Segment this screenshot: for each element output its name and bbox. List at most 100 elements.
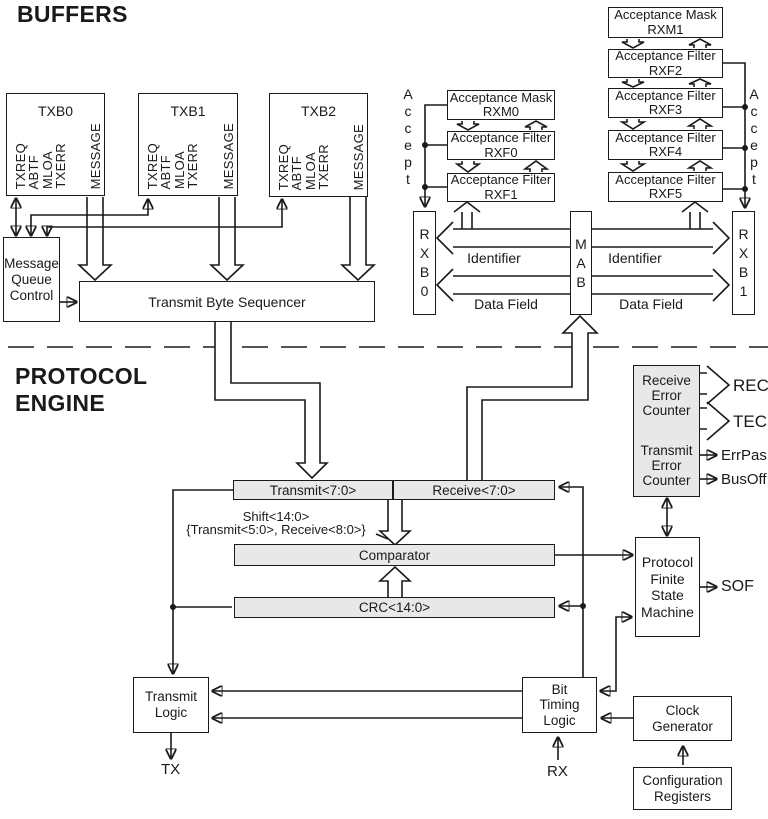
rec-signal-label: REC [733, 376, 768, 395]
rxf0-box: Acceptance Filter RXF0 [447, 130, 555, 160]
configuration-registers-box: Configuration Registers [633, 767, 732, 810]
txb1-message-label: MESSAGE [221, 122, 236, 189]
tec-stubs [700, 407, 707, 430]
txb2-message-arrow [339, 197, 377, 282]
junction-dot [742, 104, 748, 110]
txb1-flag-txerr: TXERR [185, 143, 200, 189]
transmit-error-counter-label: Transmit Error Counter [640, 443, 693, 488]
rxf1-compare-shaft [461, 212, 473, 229]
txb0-flag-txerr: TXERR [53, 143, 68, 189]
receive-to-mab-arrow [466, 314, 599, 480]
tec-arrowhead [706, 401, 731, 441]
mab-box: M A B [570, 211, 592, 315]
transmit-logic-box: Transmit Logic [133, 677, 209, 733]
txb1-box: TXB1 TXREQ ABTF MLOA TXERR MESSAGE [138, 93, 238, 196]
crc-to-comparator-arrow [377, 565, 413, 597]
sof-signal-label: SOF [721, 578, 754, 595]
txb1-flag-abtf: ABTF [158, 154, 173, 189]
sequencer-to-transmit-arrow [214, 322, 329, 480]
rxf1-box: Acceptance Filter RXF1 [447, 172, 555, 202]
txb0-message-arrow [76, 197, 114, 282]
heading-protocol-engine: PROTOCOL ENGINE [15, 363, 148, 416]
mab-rxb0-datafield-arrowhead [435, 268, 454, 302]
rxb0-box: R X B 0 [413, 211, 436, 315]
accept-label-left: A c c e p t [403, 86, 413, 187]
flow-down-chevron-icon [456, 121, 480, 131]
txb2-title: TXB2 [300, 103, 336, 119]
comparator-box: Comparator [234, 544, 555, 566]
tec-signal-label: TEC [733, 412, 767, 431]
transmit-byte-sequencer-box: Transmit Byte Sequencer [79, 281, 375, 322]
mab-rxb0-identifier-bus [453, 228, 570, 248]
rxm1-box: Acceptance Mask RXM1 [608, 7, 723, 38]
errpas-signal-label: ErrPas [721, 447, 767, 464]
flow-up-chevron-icon [524, 120, 548, 130]
mab-rxb0-identifier-arrowhead [435, 221, 454, 255]
shift-label-pointer [375, 533, 389, 540]
receive-error-counter-label: Receive Error Counter [642, 373, 691, 418]
junction-dot [422, 142, 428, 148]
junction-dot [422, 184, 428, 190]
tx-signal-label: TX [161, 761, 181, 778]
receive-register: Receive<7:0> [393, 480, 555, 500]
rxb1-box: R X B 1 [732, 211, 755, 315]
data-field-label-right: Data Field [619, 296, 683, 312]
rxf4-box: Acceptance Filter RXF4 [608, 130, 723, 160]
protocol-fsm-box: Protocol Finite State Machine [635, 537, 700, 637]
flow-down-chevron-icon [619, 119, 647, 130]
txb0-message-label: MESSAGE [88, 122, 103, 189]
junction-dot [742, 145, 748, 151]
junction-dot [580, 603, 586, 609]
flow-down-chevron-icon [621, 79, 645, 88]
txb1-message-arrow [208, 197, 246, 282]
mab-rxb1-identifier-bus [592, 228, 713, 248]
txb1-title: TXB1 [170, 103, 206, 119]
rxf5-compare-arrowhead [681, 200, 709, 213]
flow-up-chevron-icon [522, 160, 550, 172]
message-queue-control-box: Message Queue Control [3, 237, 60, 322]
flow-down-chevron-icon [454, 161, 482, 173]
txb2-mqc-arrow [47, 200, 282, 235]
mab-rxb1-identifier-arrowhead [712, 221, 731, 255]
mab-rxb0-datafield-bus [453, 275, 570, 295]
error-counter-box: Receive Error Counter Transmit Error Cou… [633, 365, 700, 497]
clock-generator-box: Clock Generator [633, 696, 732, 741]
transmit-reg-to-transmit-logic [173, 489, 233, 673]
txb0-flag-abtf: ABTF [26, 154, 41, 189]
junction-dot [742, 186, 748, 192]
rx-signal-label: RX [547, 763, 568, 780]
rxf5-compare-shaft [689, 212, 701, 229]
heading-buffers: BUFFERS [17, 1, 128, 27]
txb2-flag-abtf: ABTF [289, 155, 304, 190]
flow-up-chevron-icon [686, 118, 714, 129]
fsm-btl-arrow [601, 617, 631, 691]
accept-line-right [723, 62, 745, 207]
data-field-label-left: Data Field [474, 296, 538, 312]
busoff-signal-label: BusOff [721, 471, 767, 488]
identifier-label-right: Identifier [608, 250, 662, 266]
identifier-label-left: Identifier [467, 250, 521, 266]
rxf3-box: Acceptance Filter RXF3 [608, 88, 723, 118]
txb0-title: TXB0 [37, 103, 73, 119]
mab-rxb1-datafield-arrowhead [712, 268, 731, 302]
mab-rxb1-datafield-bus [592, 275, 713, 295]
flow-up-chevron-icon [688, 38, 712, 48]
shift-register-label: Shift<14:0> {Transmit<5:0>, Receive<8:0>… [186, 509, 366, 537]
rxf5-box: Acceptance Filter RXF5 [608, 172, 723, 202]
btl-to-receive-reg [560, 487, 584, 677]
accept-label-right: A c c e p t [749, 86, 759, 187]
flow-up-chevron-icon [688, 78, 712, 87]
bit-timing-logic-box: Bit Timing Logic [522, 677, 597, 733]
rec-arrowhead [706, 365, 731, 405]
rxf1-compare-arrowhead [453, 200, 481, 213]
flow-up-chevron-icon [686, 160, 714, 171]
rxf2-box: Acceptance Filter RXF2 [608, 48, 723, 78]
txb2-box: TXB2 TXREQ ABTF MLOA TXERR MESSAGE [269, 93, 368, 197]
txb2-flag-txerr: TXERR [316, 144, 331, 190]
flow-down-chevron-icon [619, 161, 647, 172]
rec-stubs [700, 372, 707, 395]
junction-dot [170, 604, 176, 610]
flow-down-chevron-icon [621, 39, 645, 49]
rxm0-box: Acceptance Mask RXM0 [447, 90, 555, 120]
